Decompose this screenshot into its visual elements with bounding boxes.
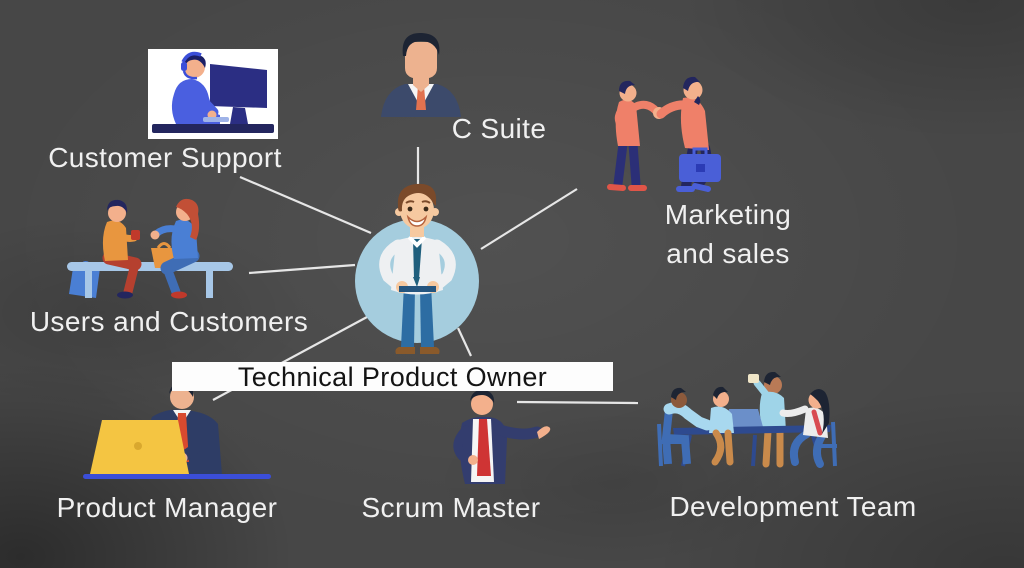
title-banner: Technical Product Owner [172,362,613,391]
support-agent-icon [152,51,274,133]
hair [402,32,440,56]
customer-support-illustration [148,49,278,139]
development-team-icon [657,372,837,468]
marketing-sales-label-line2: and sales [666,237,790,269]
connector-development-team [516,400,639,405]
page-title: Technical Product Owner [237,361,548,392]
desk [152,124,274,133]
connector-customer-support [239,175,372,235]
tie [416,86,426,110]
scrum-master-icon [453,390,551,484]
desk [83,474,271,479]
scrum-master-label: Scrum Master [361,492,541,523]
keyboard-icon [203,117,229,122]
product-manager-illustration [70,382,295,488]
users-customers-illustration [55,188,245,304]
laptop-icon [725,409,763,427]
tie [477,419,491,476]
c-suite-label: C Suite [451,113,547,144]
connector-users-customers [248,263,356,275]
product-manager-label: Product Manager [56,492,278,523]
c-suite-illustration [375,28,467,117]
bench [67,262,233,271]
tie [413,239,422,279]
headset-icon [181,51,202,63]
two-women-on-bench-icon [67,198,233,299]
product-owner-icon [355,183,479,354]
connector-scrum-master [457,327,472,357]
marketing-sales-label: Marketing and sales [628,196,828,273]
hair [176,198,200,240]
handshake-people-icon [607,76,721,192]
development-team-illustration [645,372,860,474]
development-team-label: Development Team [669,491,917,522]
technical-product-owner-illustration [340,178,495,363]
marketing-sales-illustration [595,66,760,216]
marketing-sales-label-line1: Marketing [664,199,792,230]
hair [397,183,437,212]
hair [810,388,830,434]
monitor-icon [210,64,267,108]
connector-marketing-sales [480,188,578,250]
scrum-master-illustration [410,390,580,490]
cup [131,230,140,240]
users-customers-label: Users and Customers [29,306,309,337]
product-manager-icon [83,382,271,479]
businessman-bust-icon [381,32,461,117]
open-palm [537,426,551,439]
tote-bag-icon [69,268,100,298]
customer-support-label: Customer Support [48,142,282,173]
